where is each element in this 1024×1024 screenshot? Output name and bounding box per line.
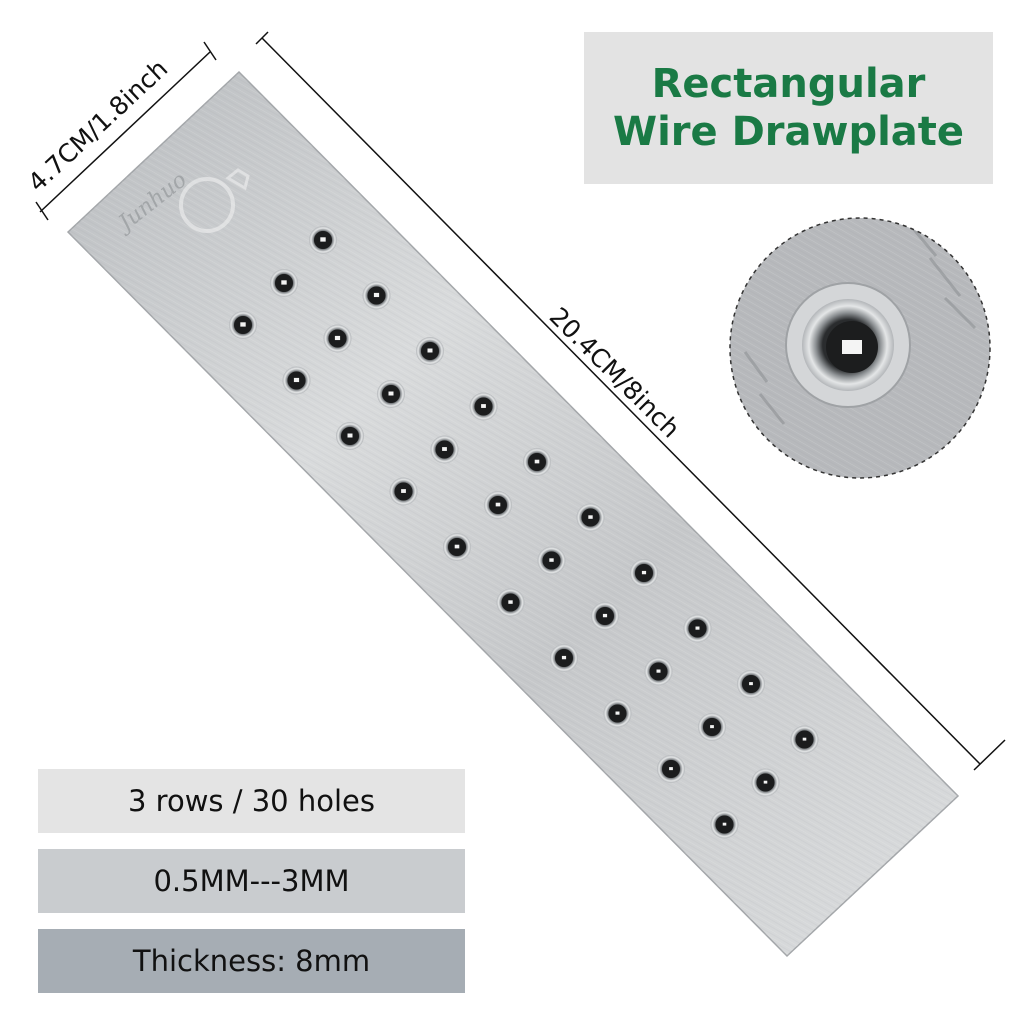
drawplate-hole-opening xyxy=(802,737,807,741)
drawplate-hole-opening xyxy=(347,433,353,438)
drawplate-hole-opening xyxy=(320,237,326,242)
drawplate-hole-opening xyxy=(427,348,433,353)
title-line-1: Rectangular xyxy=(651,61,926,107)
spec-size-range: 0.5MM---3MM xyxy=(38,849,465,913)
drawplate-hole-opening xyxy=(373,292,380,298)
drawplate-hole-opening xyxy=(454,544,460,549)
drawplate-hole-opening xyxy=(281,280,287,285)
drawplate-hole-opening xyxy=(388,391,394,396)
drawplate-hole-opening xyxy=(722,822,727,826)
drawplate-hole-opening xyxy=(641,570,647,575)
drawplate-hole-opening xyxy=(656,669,661,673)
drawplate-hole-opening xyxy=(534,459,540,464)
zoom-rectangular-hole xyxy=(842,340,862,354)
drawplate-hole-opening xyxy=(749,682,753,686)
drawplate-hole-opening xyxy=(695,626,700,630)
drawplate-hole-opening xyxy=(710,725,714,729)
title-line-2: Wire Drawplate xyxy=(612,109,965,155)
drawplate-hole-opening xyxy=(615,711,620,715)
drawplate-hole-opening xyxy=(481,404,486,408)
hole-grid xyxy=(229,226,819,839)
drawplate-hole-opening xyxy=(442,447,447,451)
drawplate-hole-opening xyxy=(763,780,768,784)
drawplate-hole-opening xyxy=(293,377,300,383)
drawplate-hole-opening xyxy=(495,502,501,507)
drawplate-hole-opening xyxy=(669,767,673,771)
drawplate-hole-opening xyxy=(240,322,246,327)
drawplate-hole-opening xyxy=(549,558,554,562)
drawplate-hole-opening xyxy=(602,613,608,618)
drawplate-hole-opening xyxy=(334,335,341,341)
spec-rows-holes: 3 rows / 30 holes xyxy=(38,769,465,833)
drawplate-hole-opening xyxy=(588,515,593,519)
drawplate-hole-opening xyxy=(508,600,513,604)
zoom-inset xyxy=(729,217,991,479)
brand-logo xyxy=(179,168,250,233)
spec-thickness: Thickness: 8mm xyxy=(38,929,465,993)
title-banner: Rectangular Wire Drawplate xyxy=(584,32,993,184)
drawplate-hole-opening xyxy=(561,655,567,660)
drawplate-hole-opening xyxy=(401,489,406,493)
